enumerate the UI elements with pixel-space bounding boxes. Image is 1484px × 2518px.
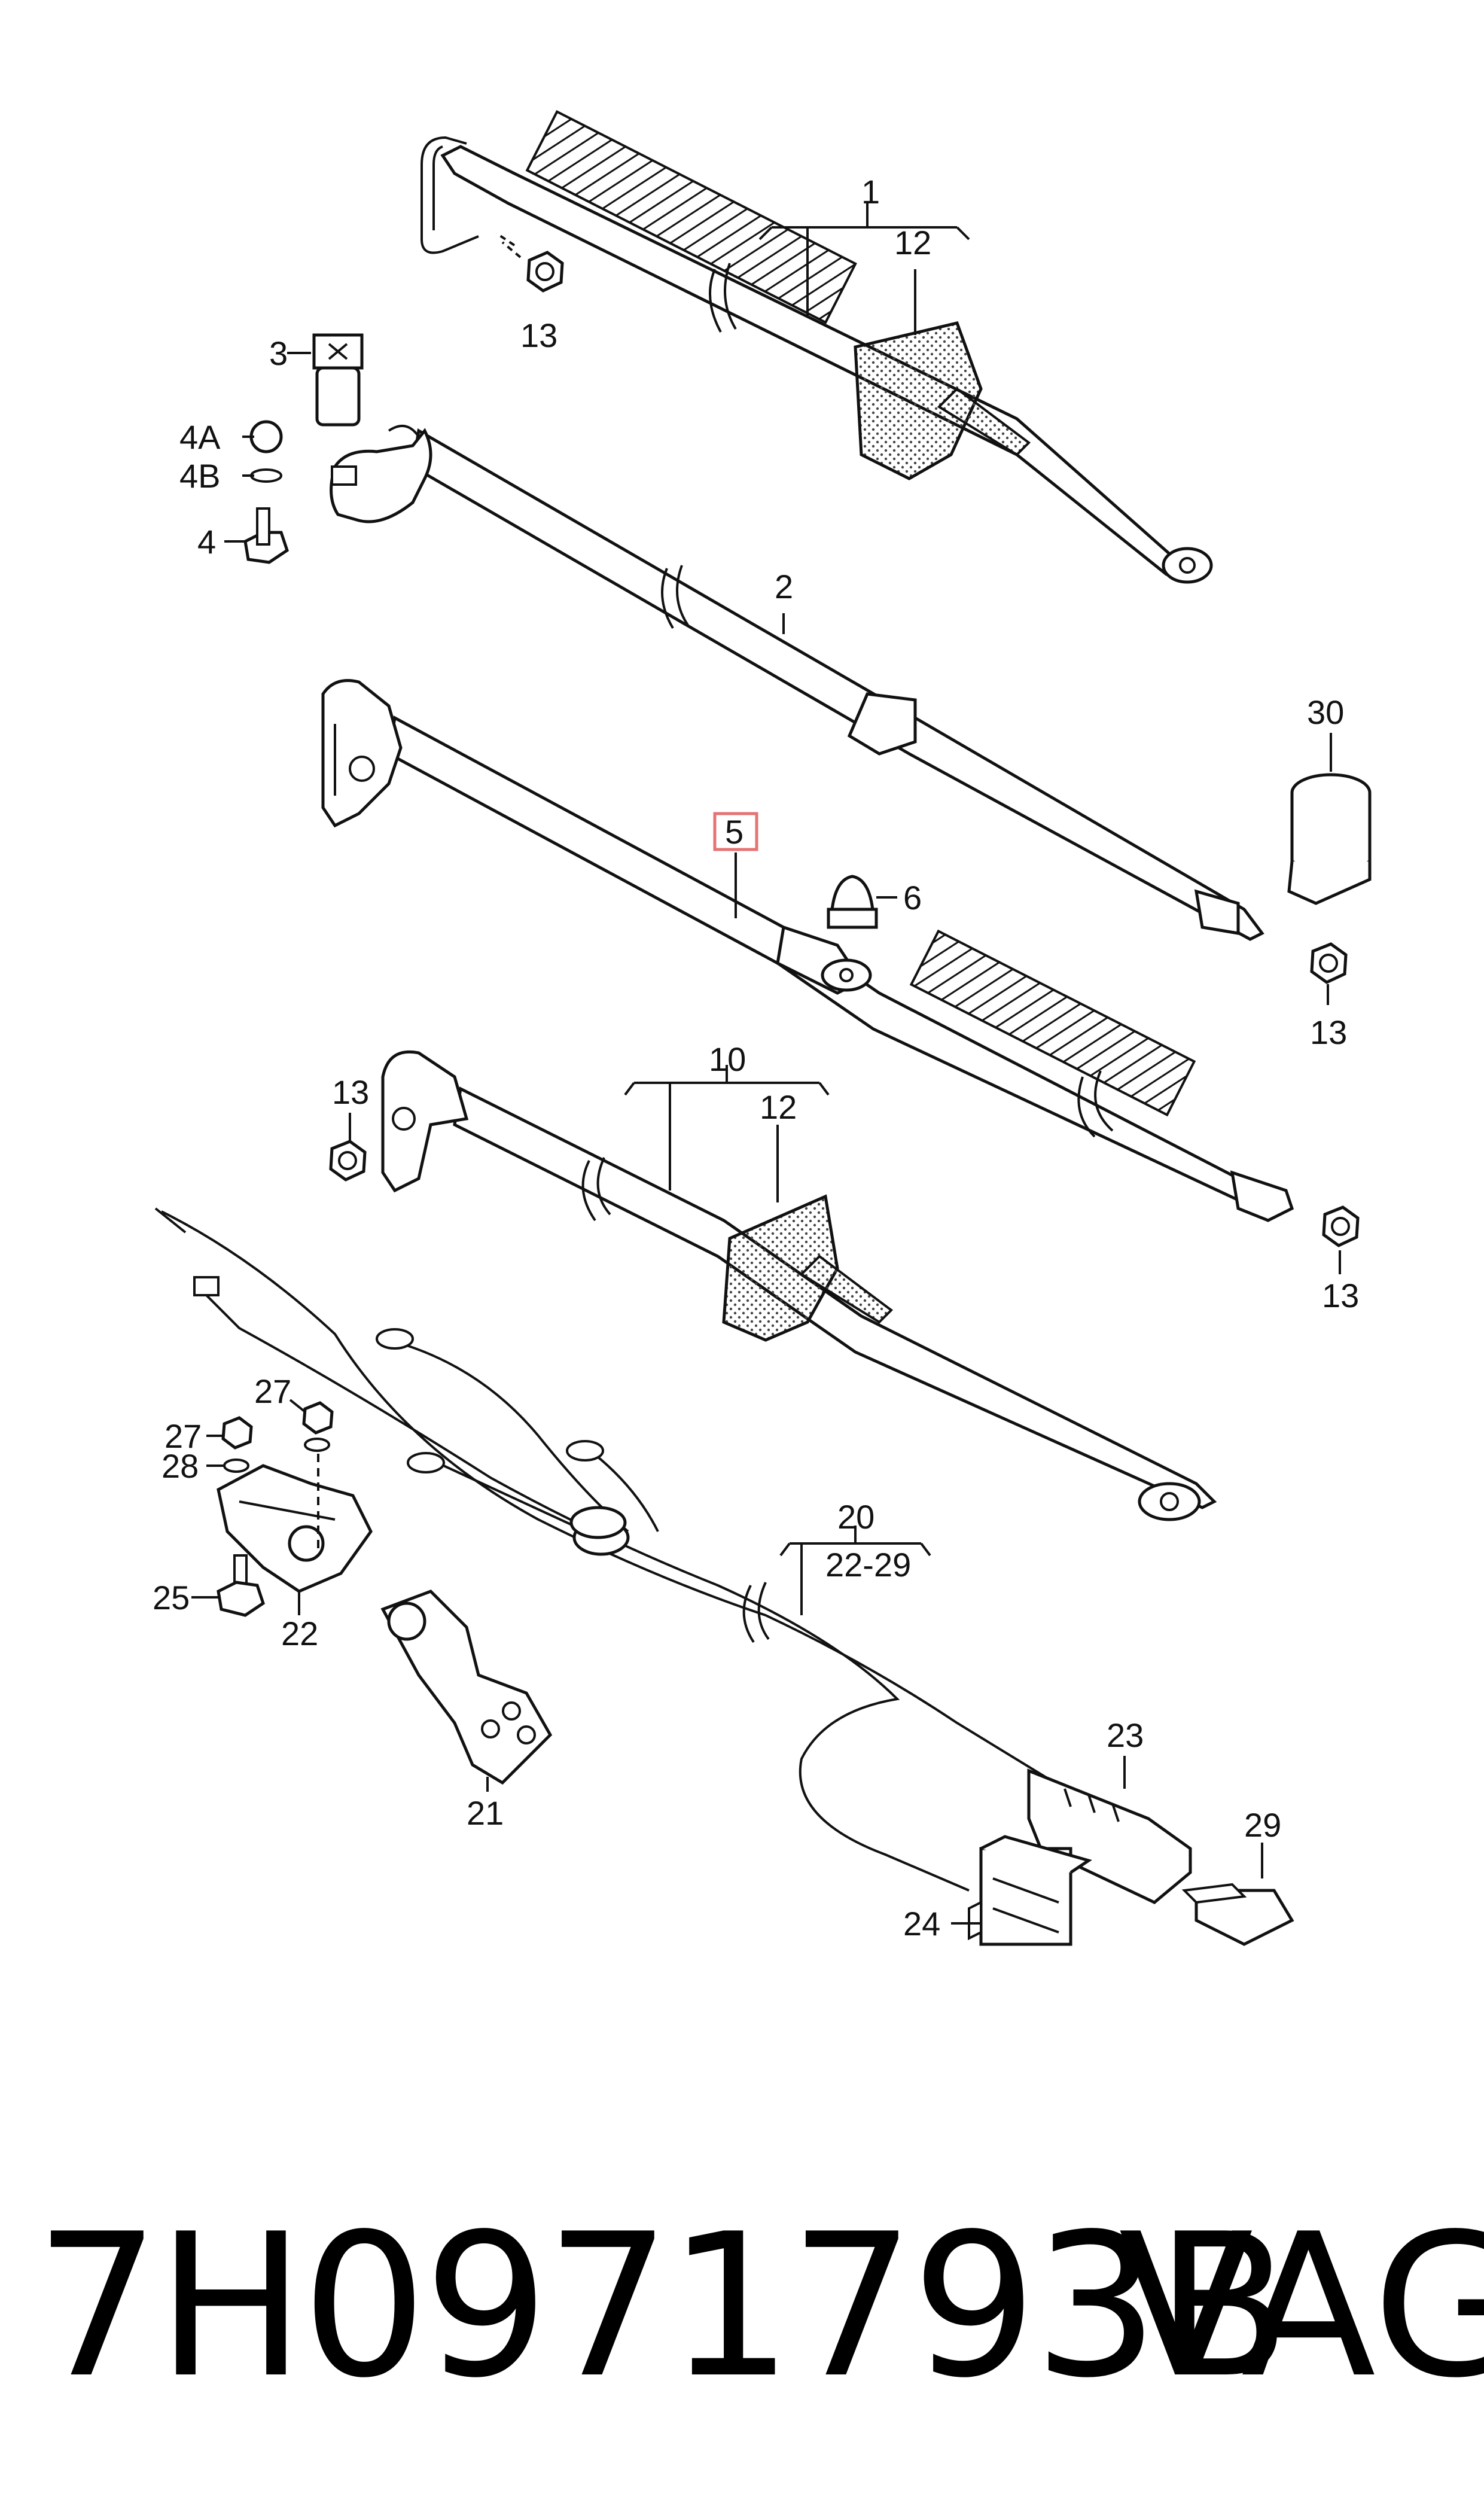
- cable-1: [420, 109, 1213, 584]
- nut-13-top: [495, 232, 564, 293]
- label-2: 2: [775, 568, 793, 605]
- nut-27-right: [302, 1401, 334, 1555]
- connector-23: [1027, 1768, 1192, 1904]
- brand-name: VAG: [1119, 2191, 1484, 2421]
- harness-20: [154, 1207, 1066, 1892]
- connector-24: [968, 1835, 1092, 1946]
- label-24: 24: [903, 1905, 940, 1942]
- cable-10: [381, 1050, 1217, 1521]
- label-28: 28: [161, 1447, 199, 1485]
- label-30: 30: [1307, 693, 1344, 731]
- cap-30: [1287, 773, 1372, 905]
- label-29: 29: [1244, 1806, 1281, 1844]
- cable-2: [330, 425, 1264, 941]
- label-21: 21: [467, 1794, 504, 1832]
- label-12-mid: 12: [760, 1088, 797, 1126]
- nut-13-lower-right: [1322, 1205, 1360, 1247]
- label-5: 5: [725, 813, 743, 851]
- fuse-29: [1181, 1883, 1294, 1946]
- label-27-right: 27: [254, 1372, 291, 1410]
- label-13-top: 13: [520, 316, 557, 354]
- callout-labels: 1 12 13 3 4A 4B 4 2 30 5 6 13 10 12 13 1…: [153, 173, 1359, 1942]
- label-23: 23: [1107, 1716, 1144, 1754]
- terminal-clamp-4: [243, 420, 289, 564]
- label-10: 10: [709, 1040, 746, 1078]
- nut-13-right: [1310, 942, 1348, 984]
- label-4a: 4A: [179, 418, 221, 456]
- label-4b: 4B: [179, 457, 221, 495]
- acorn-nut-6: [827, 875, 878, 929]
- label-3: 3: [269, 334, 288, 372]
- washer-28: [223, 1459, 249, 1473]
- label-6: 6: [903, 879, 922, 917]
- nut-27-left: [221, 1416, 253, 1450]
- bolt-25: [217, 1554, 265, 1617]
- terminal-21: [380, 1590, 553, 1785]
- label-12-top: 12: [894, 224, 931, 261]
- label-13-left: 13: [332, 1073, 369, 1111]
- label-13-right: 13: [1310, 1013, 1347, 1051]
- bolt-3: [312, 333, 364, 427]
- cable-5: [321, 679, 1294, 1222]
- label-27-left: 27: [164, 1417, 202, 1455]
- label-4: 4: [197, 523, 216, 561]
- label-20: 20: [837, 1498, 874, 1536]
- highlight-box-5: [713, 812, 758, 851]
- label-13-lower: 13: [1322, 1277, 1359, 1314]
- label-22: 22: [281, 1615, 318, 1652]
- part-number: 7H0971793B: [35, 2191, 1291, 2421]
- label-25: 25: [153, 1579, 190, 1616]
- terminal-clamp-22: [217, 1464, 373, 1593]
- label-1: 1: [861, 173, 880, 211]
- leader-lines: [191, 203, 1341, 1925]
- label-22-29: 22-29: [825, 1546, 911, 1584]
- nut-13-left: [329, 1140, 367, 1182]
